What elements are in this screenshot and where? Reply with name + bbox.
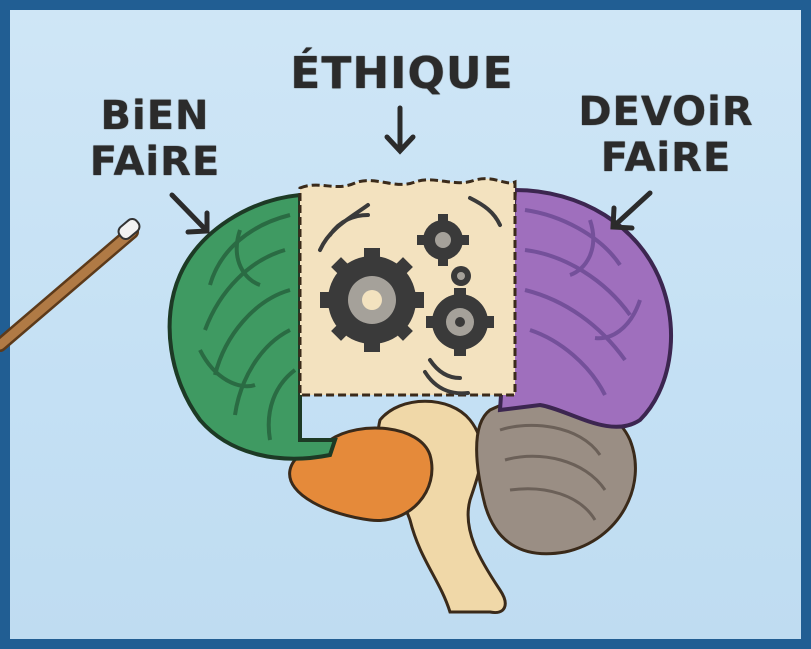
label-ethique: ÉTHIQUE <box>272 52 532 96</box>
right-lobe-devoir-faire <box>500 190 671 427</box>
arrow-down-right-icon <box>172 195 207 232</box>
pointer-stick <box>0 217 142 345</box>
arrow-down-left-icon <box>613 193 650 228</box>
arrow-down-icon <box>387 108 413 151</box>
label-devoir-faire-line1: DEVOiR <box>556 92 776 132</box>
label-bien-faire-line1: BiEN <box>80 96 230 136</box>
label-devoir-faire-line2: FAiRE <box>556 138 776 178</box>
gear-icon <box>451 266 471 286</box>
label-bien-faire-line2: FAiRE <box>80 142 230 182</box>
